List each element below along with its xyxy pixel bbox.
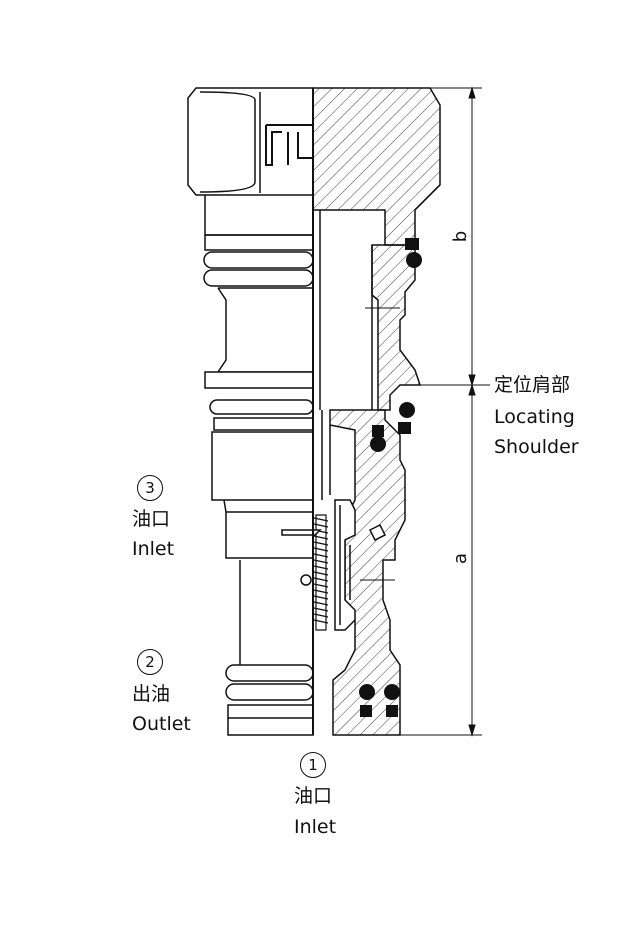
logo-mark <box>265 124 312 166</box>
spring <box>313 514 329 631</box>
port-1-cn: 油口 <box>294 785 333 807</box>
port-3-number: 3 <box>137 475 163 501</box>
port-1-number: 1 <box>300 752 326 778</box>
port-3-en: Inlet <box>132 538 175 560</box>
hex-nut-exterior <box>187 87 313 196</box>
port-2-cn: 出油 <box>132 683 171 705</box>
port-1-en: Inlet <box>294 816 337 838</box>
dimension-lines <box>400 86 490 737</box>
locating-shoulder-cn: 定位肩部 <box>494 374 571 396</box>
locating-shoulder-en-2: Shoulder <box>494 436 579 458</box>
dimension-b-label: b <box>450 230 472 243</box>
locating-shoulder-en-1: Locating <box>494 406 575 428</box>
port-2-number: 2 <box>137 649 163 675</box>
port-3-cn: 油口 <box>132 508 171 530</box>
port-2-en: Outlet <box>132 713 191 735</box>
body-section-upper <box>371 244 422 411</box>
o-ring-seals <box>359 238 422 717</box>
hex-nut-section <box>312 87 441 246</box>
dimension-a-label: a <box>450 552 472 565</box>
